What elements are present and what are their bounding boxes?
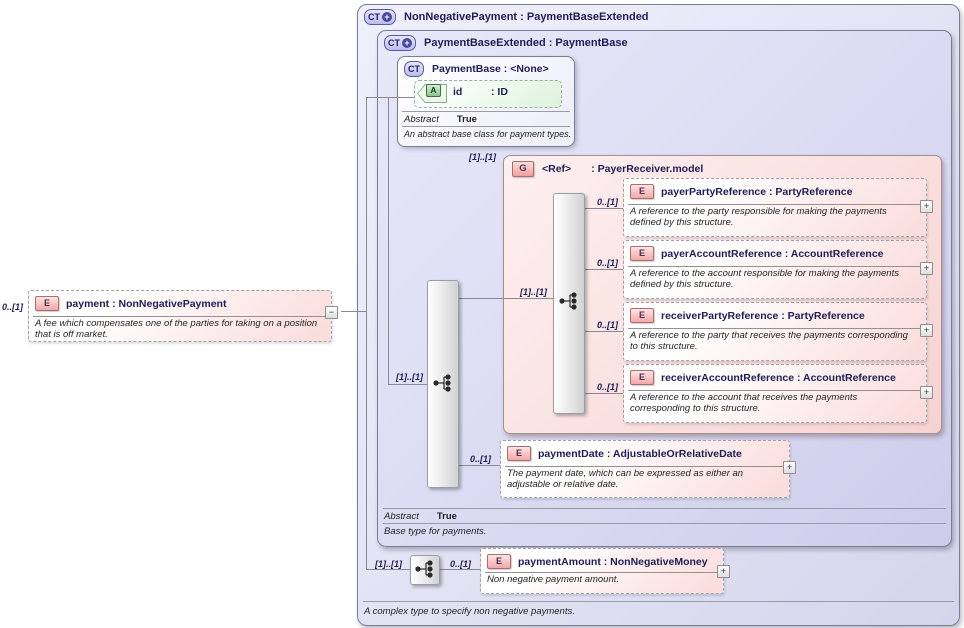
cardinality-group: [1]..[1] [469, 152, 496, 162]
connector [388, 97, 389, 384]
cardinality-payment: 0..[1] [2, 302, 24, 312]
connector [366, 97, 416, 98]
element-title: payerAccountReference : AccountReference [661, 247, 884, 260]
element-description: A reference to the account responsible f… [630, 268, 899, 290]
element-description: Non negative payment amount. [487, 574, 620, 585]
complex-type-icon: CT [404, 61, 424, 77]
group-icon: G [512, 161, 534, 177]
cardinality-paymentdate: 0..[1] [470, 454, 492, 464]
element-description: A reference to the party responsible for… [630, 206, 887, 228]
complex-type-icon: CT+ [364, 9, 396, 25]
element-icon: E [487, 554, 511, 569]
pbe-title: PaymentBaseExtended : PaymentBase [424, 37, 628, 49]
group-ref-name: <Ref> [542, 163, 572, 175]
connector [583, 331, 623, 332]
cardinality-pbe-sequence: [1]..[1] [396, 372, 423, 382]
group-title: G <Ref> : PayerReceiver.model [512, 161, 703, 177]
cardinality-payerpartyreference: 0..[1] [597, 197, 619, 207]
element-icon: E [630, 184, 654, 199]
expand-button[interactable]: + [920, 386, 933, 399]
element-icon: E [630, 370, 654, 385]
element-payment-title: payment : NonNegativePayment [66, 297, 227, 310]
connector [457, 465, 500, 466]
cardinality-payeraccountreference: 0..[1] [597, 258, 619, 268]
element-title: paymentAmount : NonNegativeMoney [518, 555, 708, 568]
expand-button[interactable]: + [920, 262, 933, 275]
connector [583, 393, 623, 394]
pb-annotation: An abstract base class for payment types… [404, 129, 572, 139]
expand-button[interactable]: + [920, 324, 933, 337]
attribute-icon: A [426, 84, 441, 97]
pb-abstract-separator [402, 111, 570, 112]
collapse-button[interactable]: − [325, 306, 338, 319]
element-title: payerPartyReference : PartyReference [661, 185, 853, 198]
sequence-bar-payerreceiver [553, 193, 585, 414]
pbe-footer-separator [383, 523, 946, 524]
derived-type-icon: + [402, 38, 412, 48]
complextype-nonnegativepayment-title: CT+ NonNegativePayment : PaymentBaseExte… [364, 9, 649, 25]
complex-type-icon: CT+ [384, 35, 416, 51]
attribute-name: id [453, 86, 463, 98]
element-payment-description: A fee which compensates one of the parti… [35, 318, 318, 340]
pbe-annotation: Base type for payments. [384, 526, 487, 537]
pbe-abstract-separator [383, 508, 946, 509]
connector [366, 569, 410, 570]
element-title: receiverPartyReference : PartyReference [661, 309, 865, 322]
connector [457, 298, 553, 299]
root-footer-separator [363, 601, 954, 602]
pb-title: PaymentBase : <None> [432, 63, 549, 75]
expand-button[interactable]: + [783, 461, 796, 474]
sequence-box-nonnegativepayment [410, 555, 440, 585]
connector [388, 384, 427, 385]
cardinality-paymentamount: 0..[1] [450, 559, 472, 569]
sequence-icon [433, 374, 451, 392]
sequence-icon [559, 292, 577, 310]
element-icon: E [507, 446, 531, 461]
cardinality-receiverpartyreference: 0..[1] [597, 320, 619, 330]
cardinality-root-sequence: [1]..[1] [375, 559, 402, 569]
group-ref-type: : PayerReceiver.model [591, 163, 704, 175]
element-title: paymentDate : AdjustableOrRelativeDate [538, 447, 742, 460]
pb-footer-separator [402, 126, 570, 127]
expand-button[interactable]: + [920, 200, 933, 213]
derived-type-icon: + [382, 12, 392, 22]
attribute-type: : ID [491, 86, 508, 98]
sequence-bar-paymentbaseextended [427, 280, 459, 488]
element-description: A reference to the account that receives… [630, 392, 858, 414]
element-description: A reference to the party that receives t… [630, 330, 908, 352]
root-title: NonNegativePayment : PaymentBaseExtended [404, 11, 649, 23]
element-title: receiverAccountReference : AccountRefere… [661, 371, 896, 384]
connector [366, 97, 367, 569]
element-icon: E [35, 296, 59, 311]
attribute-id-row[interactable]: A id : ID [414, 80, 562, 108]
connector [438, 569, 480, 570]
complextype-paymentbaseextended-title: CT+ PaymentBaseExtended : PaymentBase [384, 35, 628, 51]
element-description: The payment date, which can be expressed… [507, 468, 744, 490]
sequence-icon [415, 560, 433, 578]
expand-button[interactable]: + [717, 565, 730, 578]
complextype-paymentbase-title: CT PaymentBase : <None> [404, 61, 549, 77]
cardinality-receiveraccountreference: 0..[1] [597, 382, 619, 392]
connector [583, 208, 623, 209]
connector [583, 269, 623, 270]
cardinality-group-sequence: [1]..[1] [520, 287, 547, 297]
root-annotation: A complex type to specify non negative p… [364, 606, 575, 617]
element-icon: E [630, 246, 654, 261]
element-icon: E [630, 308, 654, 323]
connector [341, 311, 366, 312]
